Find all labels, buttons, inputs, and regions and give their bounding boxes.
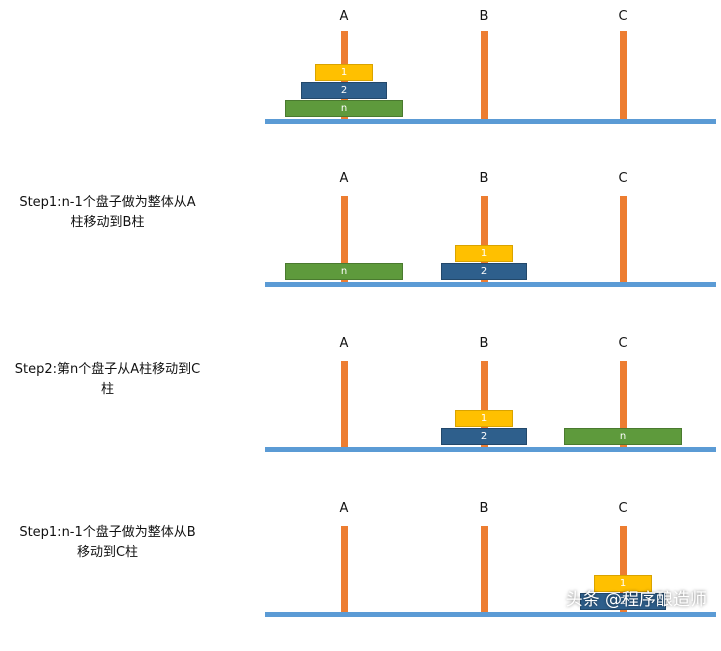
peg-b (480, 196, 488, 282)
step-label: Step2:第n个盘子从A柱移动到C柱 (14, 362, 201, 397)
disk-2: 2 (580, 593, 666, 610)
peg-label-b: B (479, 501, 489, 516)
base-rod (265, 612, 716, 617)
disk-n: n (285, 263, 403, 280)
peg-b (480, 31, 488, 119)
disk-2: 2 (301, 82, 387, 99)
step-label: Step1:n-1个盘子做为整体从A柱移动到B柱 (19, 195, 196, 230)
peg-label-c: C (618, 501, 628, 516)
peg-a (340, 361, 348, 447)
peg-label-b: B (479, 9, 489, 24)
peg-c (619, 196, 627, 282)
disk-1: 1 (455, 245, 513, 262)
disk-1: 1 (315, 64, 373, 81)
peg-b (480, 526, 488, 612)
peg-label-a: A (339, 336, 349, 351)
watermark: 头条 @程序酿造师 (565, 590, 707, 610)
peg-label-b: B (479, 171, 489, 186)
disk-n: n (564, 428, 682, 445)
peg-label-a: A (339, 9, 349, 24)
disk-n: n (285, 100, 403, 117)
peg-a (340, 526, 348, 612)
peg-label-c: C (618, 9, 628, 24)
disk-1: 1 (455, 410, 513, 427)
peg-c (619, 361, 627, 447)
disk-1: 1 (594, 575, 652, 592)
peg-c (619, 526, 627, 612)
peg-label-a: A (339, 171, 349, 186)
disk-2: 2 (441, 263, 527, 280)
peg-label-c: C (618, 336, 628, 351)
base-rod (265, 447, 716, 452)
peg-label-a: A (339, 501, 349, 516)
base-rod (265, 119, 716, 124)
base-rod (265, 282, 716, 287)
peg-label-c: C (618, 171, 628, 186)
disk-2: 2 (441, 428, 527, 445)
peg-c (619, 31, 627, 119)
step-label: Step1:n-1个盘子做为整体从B移动到C柱 (19, 525, 196, 560)
peg-label-b: B (479, 336, 489, 351)
peg-b (480, 361, 488, 447)
peg-a (340, 196, 348, 282)
